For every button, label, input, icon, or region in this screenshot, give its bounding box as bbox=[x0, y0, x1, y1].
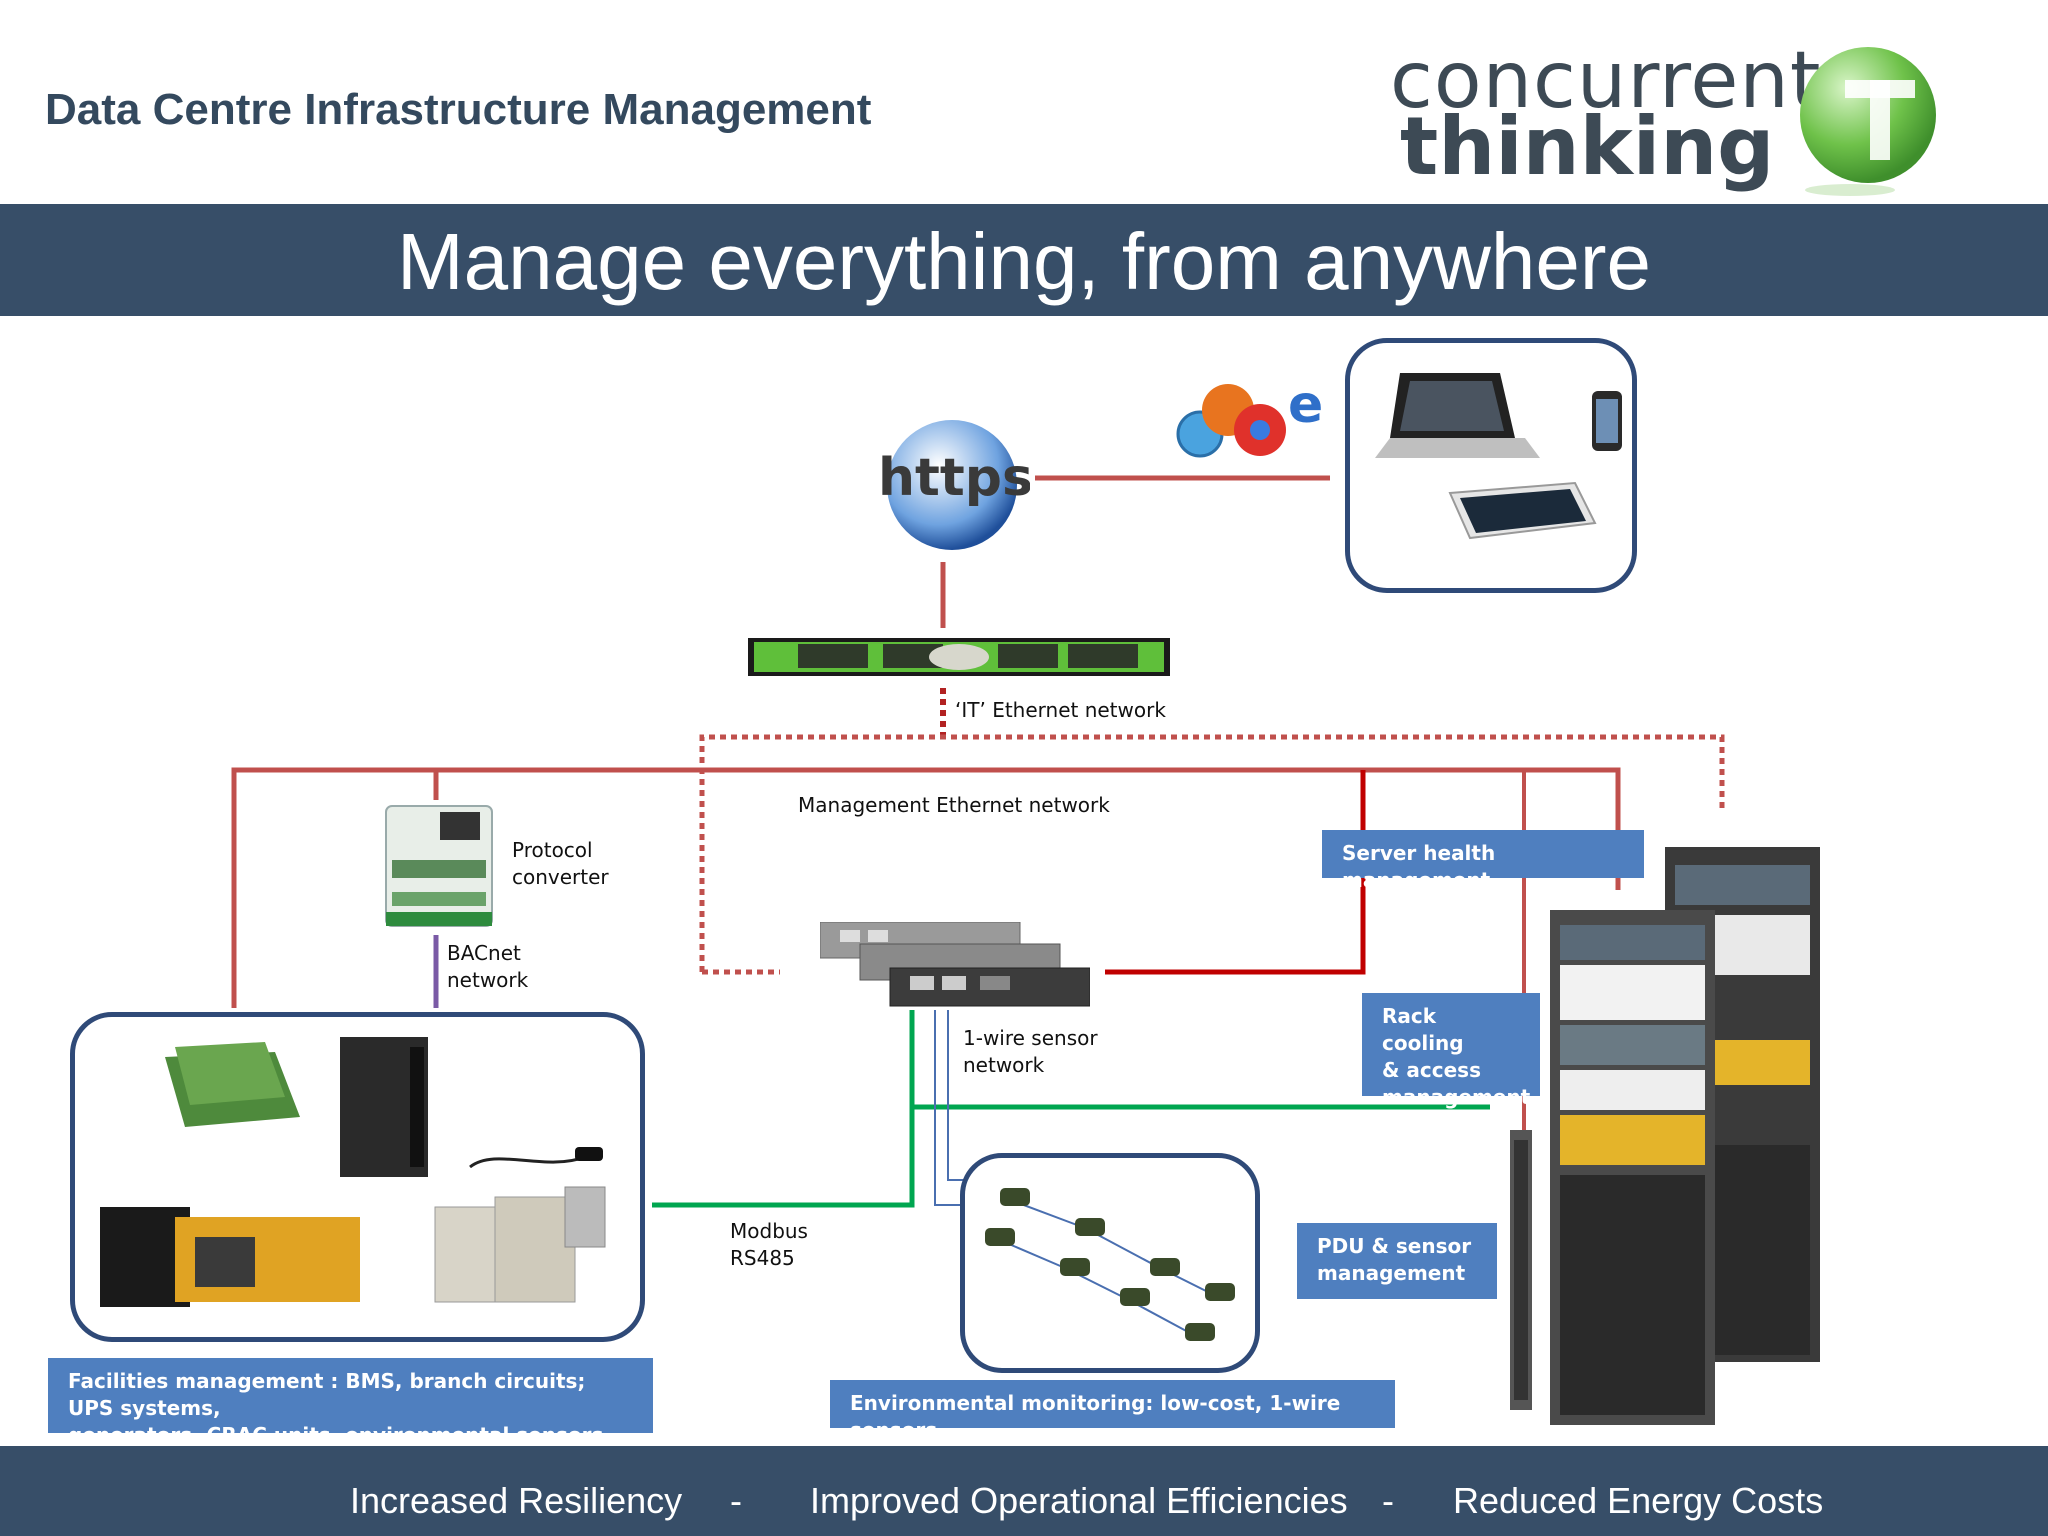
onewire-label-line2: network bbox=[963, 1053, 1045, 1077]
page-header-title: Data Centre Infrastructure Management bbox=[45, 85, 872, 134]
line-it-dotted bbox=[699, 734, 1725, 972]
logo-sphere-icon bbox=[1800, 47, 1936, 196]
pdu-label-line2: management bbox=[1317, 1261, 1466, 1285]
pdu-label-line1: PDU & sensor bbox=[1317, 1234, 1472, 1258]
facilities-illustration bbox=[100, 1037, 606, 1307]
ie-icon: e bbox=[1288, 375, 1323, 435]
modbus-label-line2: RS485 bbox=[730, 1246, 795, 1270]
ups-cabinet-icon bbox=[340, 1037, 428, 1177]
footer-separator: - bbox=[1382, 1480, 1394, 1521]
footer-benefit-efficiencies: Improved Operational Efficiencies bbox=[810, 1480, 1348, 1521]
generator-icon bbox=[100, 1207, 360, 1307]
logo-text-concurrent: concurrent bbox=[1390, 36, 1822, 126]
mgmt-network-label: Management Ethernet network bbox=[798, 793, 1110, 817]
footer-benefit-energy: Reduced Energy Costs bbox=[1453, 1480, 1824, 1521]
footer-banner: Increased Resiliency - Improved Operatio… bbox=[0, 1446, 2048, 1536]
protocol-converter-icon bbox=[385, 805, 493, 927]
bacnet-label-line1: BACnet bbox=[447, 941, 521, 965]
protocol-converter-label: Protocol converter bbox=[512, 837, 609, 891]
onewire-label-line1: 1-wire sensor bbox=[963, 1026, 1098, 1050]
https-globe-icon: https:// bbox=[878, 420, 1030, 550]
rack-cooling-label-line2: & access bbox=[1382, 1058, 1481, 1082]
sensor-icon bbox=[1000, 1188, 1030, 1206]
protocol-converter-label-line2: converter bbox=[512, 865, 609, 889]
sensor-icon bbox=[1205, 1283, 1235, 1301]
onewire-label: 1-wire sensor network bbox=[963, 1025, 1098, 1079]
footer-separator: - bbox=[730, 1480, 742, 1521]
line-modbus bbox=[652, 1010, 915, 1208]
facilities-equipment-box bbox=[70, 1012, 645, 1342]
rack-cooling-label: Rack cooling & access management bbox=[1362, 993, 1540, 1109]
https-text: https:// bbox=[878, 448, 1030, 508]
protocol-converter-label-line1: Protocol bbox=[512, 838, 593, 862]
bacnet-label-line2: network bbox=[447, 968, 529, 992]
logo-text-thinking: thinking bbox=[1400, 100, 1775, 193]
management-switches-icon bbox=[820, 922, 1090, 1007]
gateway-appliance-icon bbox=[748, 638, 1170, 676]
pdu-management-label: PDU & sensor management bbox=[1297, 1223, 1497, 1299]
sensor-cable-icon bbox=[469, 1147, 603, 1169]
banner-title: Manage everything, from anywhere bbox=[397, 217, 1651, 306]
modbus-label-line1: Modbus bbox=[730, 1219, 808, 1243]
sensor-icon bbox=[1075, 1218, 1105, 1236]
environmental-sensors-box bbox=[960, 1153, 1260, 1373]
onewire-sensors-illustration bbox=[985, 1188, 1235, 1341]
facilities-management-label: Facilities management : BMS, branch circ… bbox=[48, 1358, 653, 1474]
environmental-monitoring-label: Environmental monitoring: low-cost, 1-wi… bbox=[830, 1380, 1395, 1442]
devices-illustration bbox=[1375, 373, 1622, 540]
rack-front-icon bbox=[1550, 910, 1715, 1425]
footer-benefit-resiliency: Increased Resiliency bbox=[350, 1480, 683, 1521]
remote-devices-box bbox=[1345, 338, 1637, 593]
server-health-label: Server health management bbox=[1322, 830, 1644, 892]
sensor-icon bbox=[1185, 1323, 1215, 1341]
crac-units-icon bbox=[434, 1186, 606, 1303]
rack-cooling-label-line3: management bbox=[1382, 1085, 1531, 1109]
it-network-label: ‘IT’ Ethernet network bbox=[955, 698, 1166, 722]
browser-icons: e bbox=[1176, 375, 1323, 458]
company-logo: concurrent thinking bbox=[1390, 30, 1950, 200]
sensor-icon bbox=[1150, 1258, 1180, 1276]
server-racks-icon bbox=[1510, 847, 1820, 1425]
bacnet-label: BACnet network bbox=[447, 940, 528, 994]
title-banner: Manage everything, from anywhere bbox=[0, 204, 2048, 316]
facilities-label-line1: Facilities management : BMS, branch circ… bbox=[68, 1369, 586, 1420]
rack-cooling-label-line1: Rack cooling bbox=[1382, 1004, 1464, 1055]
sensor-icon bbox=[1120, 1288, 1150, 1306]
sensor-icon bbox=[985, 1228, 1015, 1246]
sensor-icon bbox=[1060, 1258, 1090, 1276]
controller-boards-icon bbox=[165, 1042, 300, 1127]
modbus-label: Modbus RS485 bbox=[730, 1218, 808, 1272]
pdu-strip-icon bbox=[1510, 1130, 1532, 1410]
